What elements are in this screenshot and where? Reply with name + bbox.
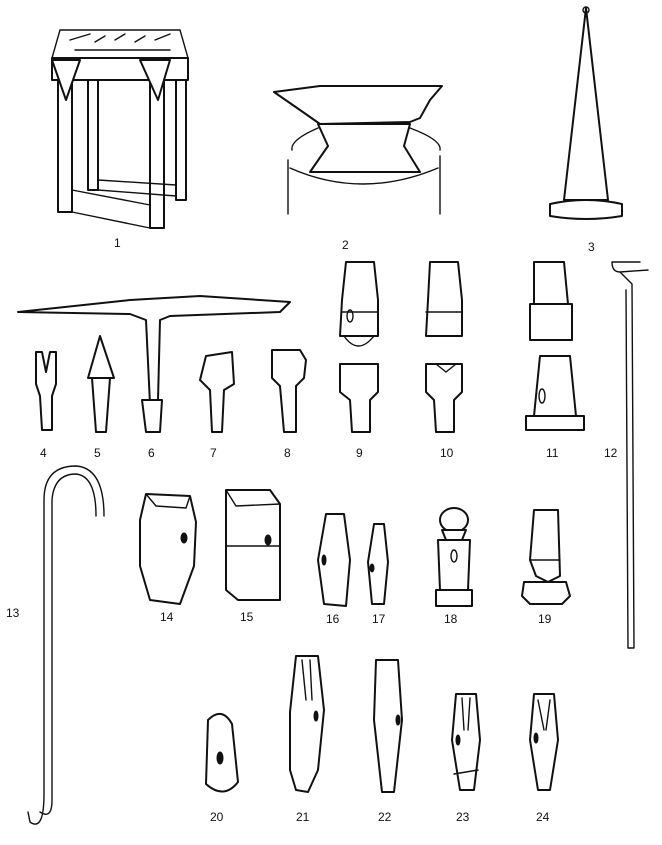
tool-3-cone-mandrel [549, 6, 623, 220]
tool-14-hammer-head [139, 493, 197, 605]
tool-7-flat-stake [199, 351, 235, 433]
label-16: 16 [326, 612, 340, 626]
tool-17-hammer-head [367, 523, 389, 605]
tool-8-square-stake [271, 349, 307, 433]
tool-24-fuller [529, 693, 559, 791]
label-11: 11 [546, 446, 559, 460]
tool-6-bick-iron [17, 295, 291, 433]
label-20: 20 [210, 810, 224, 824]
tool-19-hammer [521, 509, 571, 605]
tool-15-hammer-head [225, 489, 281, 601]
tool-9-round-swage [339, 261, 379, 433]
tool-2-anvil [273, 85, 443, 215]
label-18: 18 [444, 612, 458, 626]
tool-12-long-rod [611, 261, 649, 649]
tool-10-vee-swage [425, 261, 463, 433]
label-23: 23 [456, 810, 470, 824]
label-17: 17 [372, 612, 386, 626]
label-22: 22 [378, 810, 392, 824]
label-4: 4 [40, 446, 47, 460]
label-12: 12 [604, 446, 618, 460]
tool-4-fork-stake [35, 351, 57, 431]
label-9: 9 [356, 446, 363, 460]
label-1: 1 [114, 236, 121, 250]
label-2: 2 [342, 238, 349, 252]
label-8: 8 [284, 446, 291, 460]
label-3: 3 [588, 240, 595, 254]
label-5: 5 [94, 446, 101, 460]
label-14: 14 [160, 610, 174, 624]
label-15: 15 [240, 610, 254, 624]
label-6: 6 [148, 446, 155, 460]
label-10: 10 [440, 446, 454, 460]
label-7: 7 [210, 446, 217, 460]
label-13: 13 [6, 606, 20, 620]
label-19: 19 [538, 612, 552, 626]
tool-23-fuller [451, 693, 481, 791]
tool-22-fuller [373, 659, 403, 793]
tool-18-ball-hammer [435, 507, 473, 607]
tool-20-hammer-head [205, 713, 239, 793]
tool-11-flatter-set [525, 261, 585, 431]
label-24: 24 [536, 810, 550, 824]
tool-13-hook [27, 465, 105, 825]
tool-1-frame-stand [51, 29, 189, 229]
tool-21-fuller [289, 655, 325, 793]
label-21: 21 [296, 810, 310, 824]
tool-16-hammer-head [317, 513, 351, 607]
tool-5-cone-stake [87, 335, 115, 433]
